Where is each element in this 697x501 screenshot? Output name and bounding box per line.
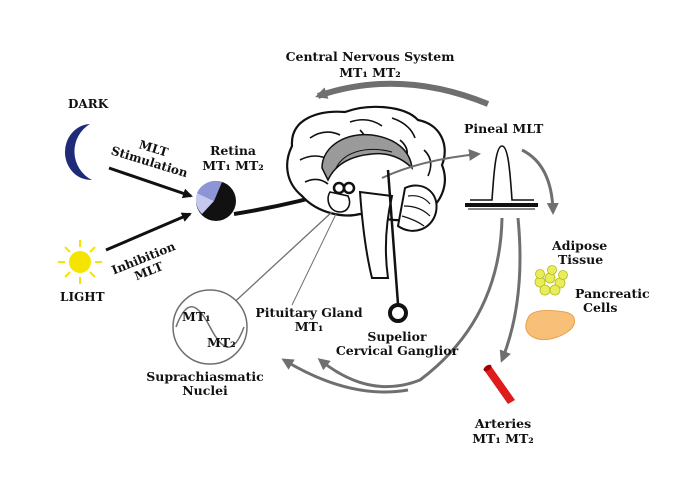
pancreas-icon <box>525 309 576 341</box>
pineal-to-scn-arrow <box>281 358 409 394</box>
pineal-to-pituitary-arrow <box>317 217 504 389</box>
ganglion-nerve-line <box>386 169 400 305</box>
retina-receptors-label: MT₁ MT₂ <box>202 158 264 173</box>
adipose-label-1: Adipose <box>551 238 607 253</box>
dark-label: DARK <box>68 97 109 111</box>
superior-ganglion-label-1: Supelior <box>367 329 427 344</box>
scn-pointer-line <box>227 211 333 309</box>
light-label: LIGHT <box>60 290 105 304</box>
pineal-label: Pineal MLT <box>464 121 544 136</box>
arteries-receptors-label: MT₁ MT₂ <box>472 431 534 446</box>
pituitary-pointer-line <box>291 213 337 306</box>
scn-mt2-label: MT₂ <box>207 335 236 350</box>
pituitary-label-2: MT₁ <box>295 319 324 334</box>
adipose-cells-icon <box>534 265 568 296</box>
cns-arrow <box>315 80 490 107</box>
scn-label-1: Suprachiasmatic <box>146 369 264 384</box>
adipose-label-2: Tissue <box>558 252 603 267</box>
pancreatic-label-1: Pancreatic <box>575 286 650 301</box>
pituitary-label-1: Pituitary Gland <box>255 305 362 320</box>
sun-icon <box>58 240 102 284</box>
superior-cervical-ganglion-icon <box>388 303 408 323</box>
arteries-label: Arteries <box>474 416 531 431</box>
inhibition-arrow <box>105 212 192 252</box>
pineal-gland-icon <box>465 145 538 210</box>
pineal-to-arteries-arrow <box>499 217 522 363</box>
cns-label: Central Nervous System <box>286 49 455 64</box>
brain-icon <box>286 105 446 279</box>
pineal-to-adipose-arrow <box>521 148 559 215</box>
retina-eye-icon <box>195 180 236 221</box>
superior-ganglion-label-2: Cervical Ganglior <box>336 343 459 358</box>
artery-icon <box>483 364 515 404</box>
retina-label: Retina <box>210 143 256 158</box>
scn-label-2: Nuclei <box>182 383 228 398</box>
pancreatic-label-2: Cells <box>583 300 617 315</box>
moon-icon <box>64 124 92 181</box>
scn-mt1-label: MT₁ <box>182 309 211 324</box>
scn-oscillation-icon <box>172 289 248 365</box>
stimulation-arrow <box>108 166 193 199</box>
brain-to-pineal-arrow <box>381 148 481 179</box>
cns-receptors-label: MT₁ MT₂ <box>339 65 401 80</box>
